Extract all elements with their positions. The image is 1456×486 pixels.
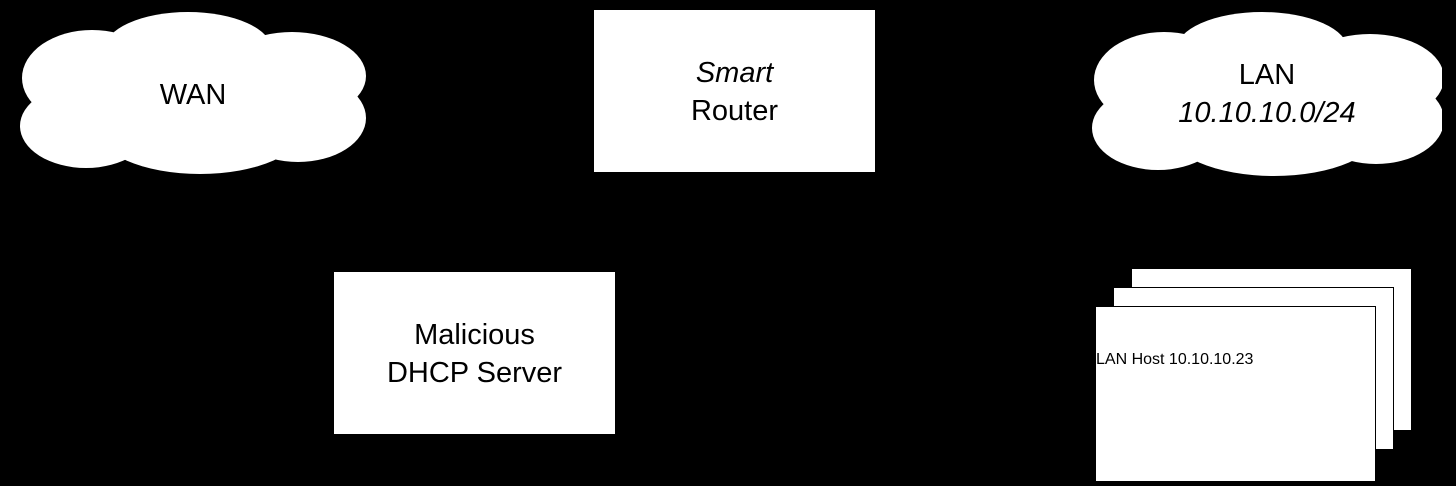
- cloud-shape-icon: [1092, 12, 1442, 176]
- node-lan-host-label: LAN Host 10.10.10.23: [1096, 351, 1375, 369]
- node-malicious-dhcp-server-label: Malicious DHCP Server: [334, 316, 615, 392]
- dhcp-line-2: DHCP Server: [386, 357, 563, 389]
- lan-cloud-line-2: 10.10.10.0/24: [1178, 97, 1356, 129]
- node-wan-cloud[interactable]: WAN: [20, 6, 366, 174]
- lan-cloud-line-1: LAN: [1238, 59, 1296, 91]
- node-smart-router[interactable]: Smart Router: [593, 9, 876, 173]
- cloud-shape-icon: [20, 12, 366, 174]
- node-wan-cloud-label: WAN: [20, 76, 366, 114]
- smart-router-line-2: Router: [690, 95, 779, 127]
- lan-host-line-1: LAN Host: [1096, 351, 1165, 368]
- smart-router-line-1: Smart: [695, 57, 774, 89]
- wan-line-1: WAN: [159, 79, 227, 111]
- lan-host-line-2: 10.10.10.23: [1168, 351, 1254, 368]
- dhcp-line-1: Malicious: [414, 319, 535, 351]
- lan-host-stack-layer-front: LAN Host 10.10.10.23: [1095, 306, 1376, 482]
- node-smart-router-label: Smart Router: [594, 54, 875, 130]
- node-lan-host[interactable]: LAN Host 10.10.10.23: [1095, 268, 1415, 486]
- node-lan-cloud[interactable]: LAN 10.10.10.0/24: [1092, 6, 1442, 176]
- node-lan-cloud-label: LAN 10.10.10.0/24: [1092, 56, 1442, 132]
- node-malicious-dhcp-server[interactable]: Malicious DHCP Server: [333, 271, 616, 435]
